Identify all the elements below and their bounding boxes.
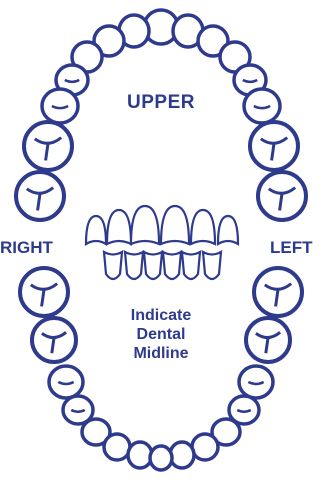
left-label: LEFT xyxy=(270,238,322,258)
upper-front-tooth xyxy=(161,206,189,244)
upper-front-tooth xyxy=(86,216,106,244)
lower-front-tooth xyxy=(163,252,181,279)
lower-tooth xyxy=(49,366,83,398)
upper-front-tooth xyxy=(131,206,159,244)
upper-front-tooth xyxy=(191,210,215,244)
midline-instruction: Indicate Dental Midline xyxy=(96,306,226,363)
lower-front-tooth xyxy=(125,252,143,279)
upper-tooth xyxy=(244,89,280,123)
upper-label: UPPER xyxy=(96,92,226,114)
midline-line-1: Indicate xyxy=(96,306,226,325)
lower-tooth xyxy=(170,442,194,468)
lower-tooth xyxy=(192,434,218,460)
lower-front-tooth xyxy=(182,252,200,279)
lower-front-tooth xyxy=(203,252,221,279)
right-label: RIGHT xyxy=(0,238,70,258)
upper-tooth xyxy=(42,89,78,123)
midline-line-3: Midline xyxy=(96,344,226,363)
midline-line-2: Dental xyxy=(96,325,226,344)
lower-tooth xyxy=(128,442,152,468)
upper-front-tooth xyxy=(107,210,131,244)
lower-tooth xyxy=(150,446,172,470)
lower-tooth xyxy=(104,434,130,460)
upper-front-tooth xyxy=(218,216,238,244)
lower-front-tooth xyxy=(104,252,122,279)
lower-tooth xyxy=(239,366,273,398)
lower-front-tooth xyxy=(144,252,162,279)
